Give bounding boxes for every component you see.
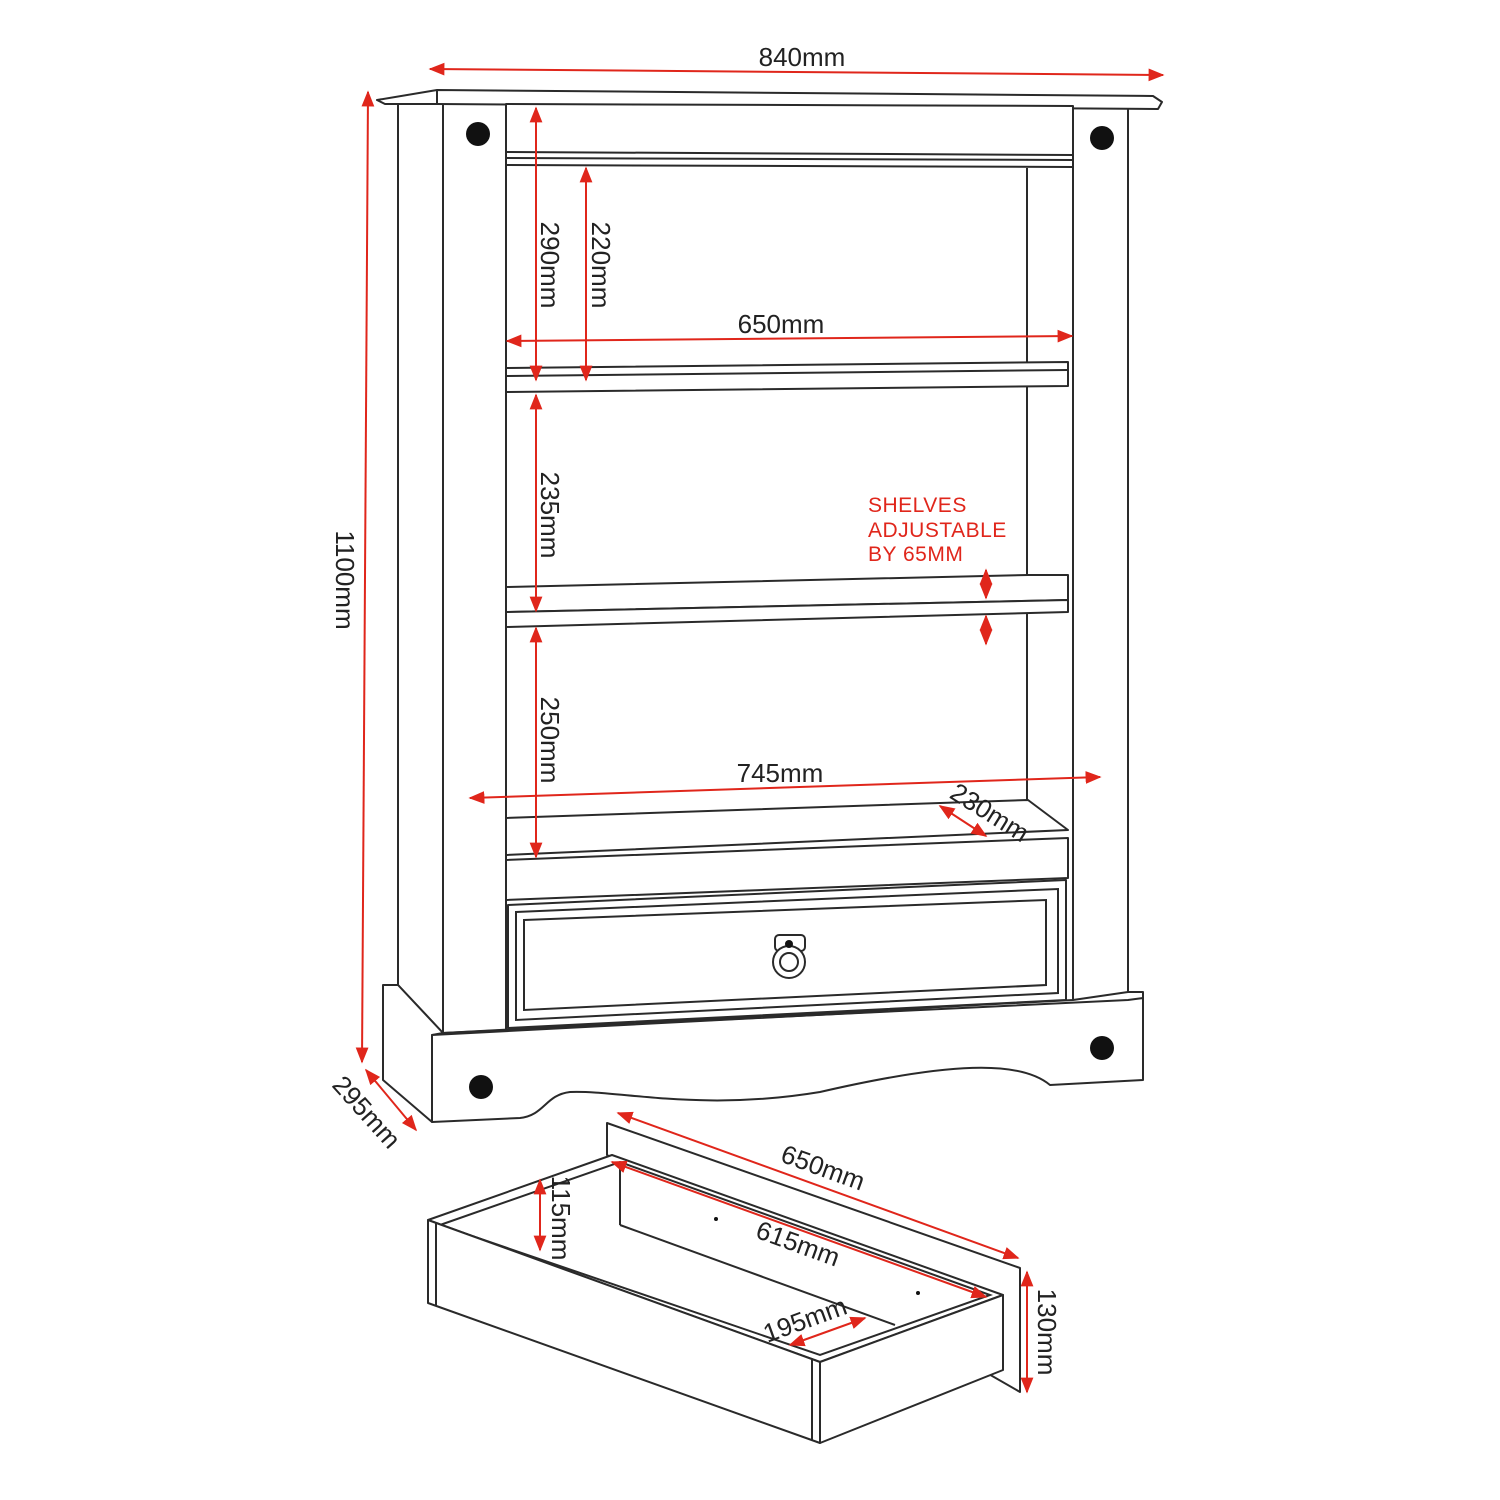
dim-drawer-inner-width — [610, 1160, 988, 1299]
bolt-icon — [466, 122, 490, 146]
label-top-section: 290mm — [535, 222, 565, 309]
bolt-icon — [1090, 1036, 1114, 1060]
bottom-shelf — [505, 799, 1069, 901]
drawer-handle-icon — [772, 934, 806, 979]
base-ledge — [442, 991, 1144, 1034]
bolt-icon — [469, 1075, 493, 1099]
label-overall-height: 1100mm — [330, 530, 360, 629]
dimension-lines — [355, 62, 1165, 1394]
dim-inner-width — [505, 329, 1074, 348]
drawer-box-side — [819, 1294, 1004, 1444]
dim-overall-depth — [364, 1068, 418, 1132]
top-rail — [505, 103, 1074, 168]
shelf-note-line-1: SHELVES — [868, 494, 967, 517]
drawer-drawing — [427, 1122, 1021, 1444]
dim-shelf-depth — [938, 805, 988, 837]
bottom-rail — [505, 837, 1069, 901]
shelf-note-line-2: ADJUSTABLE — [868, 519, 1007, 542]
label-drawer-inner-height: 115mm — [546, 1176, 576, 1261]
dim-drawer-inner-depth — [788, 1316, 867, 1347]
shelf-2 — [505, 574, 1069, 628]
bookcase-drawing — [376, 89, 1163, 1123]
dim-overall-height — [355, 90, 375, 1064]
bolt-icon — [1090, 126, 1114, 150]
label-middle-shelf-gap: 235mm — [535, 472, 565, 559]
label-overall-width: 840mm — [759, 42, 846, 72]
left-side-panel — [397, 103, 444, 1034]
label-top-shelf-gap: 220mm — [586, 222, 616, 309]
label-bottom-shelf-gap: 250mm — [535, 697, 565, 784]
label-drawer-front-height: 130mm — [1032, 1289, 1062, 1376]
base-front — [431, 997, 1144, 1123]
label-inner-width: 650mm — [738, 309, 825, 339]
dim-overall-width — [428, 62, 1165, 82]
shelf-1 — [505, 361, 1069, 393]
left-front-post — [442, 103, 507, 1034]
label-shelf-width: 745mm — [737, 758, 824, 788]
dim-shelf-width — [468, 771, 1102, 804]
right-front-post — [1072, 105, 1129, 1001]
shelf-note-line-3: BY 65MM — [868, 543, 963, 566]
